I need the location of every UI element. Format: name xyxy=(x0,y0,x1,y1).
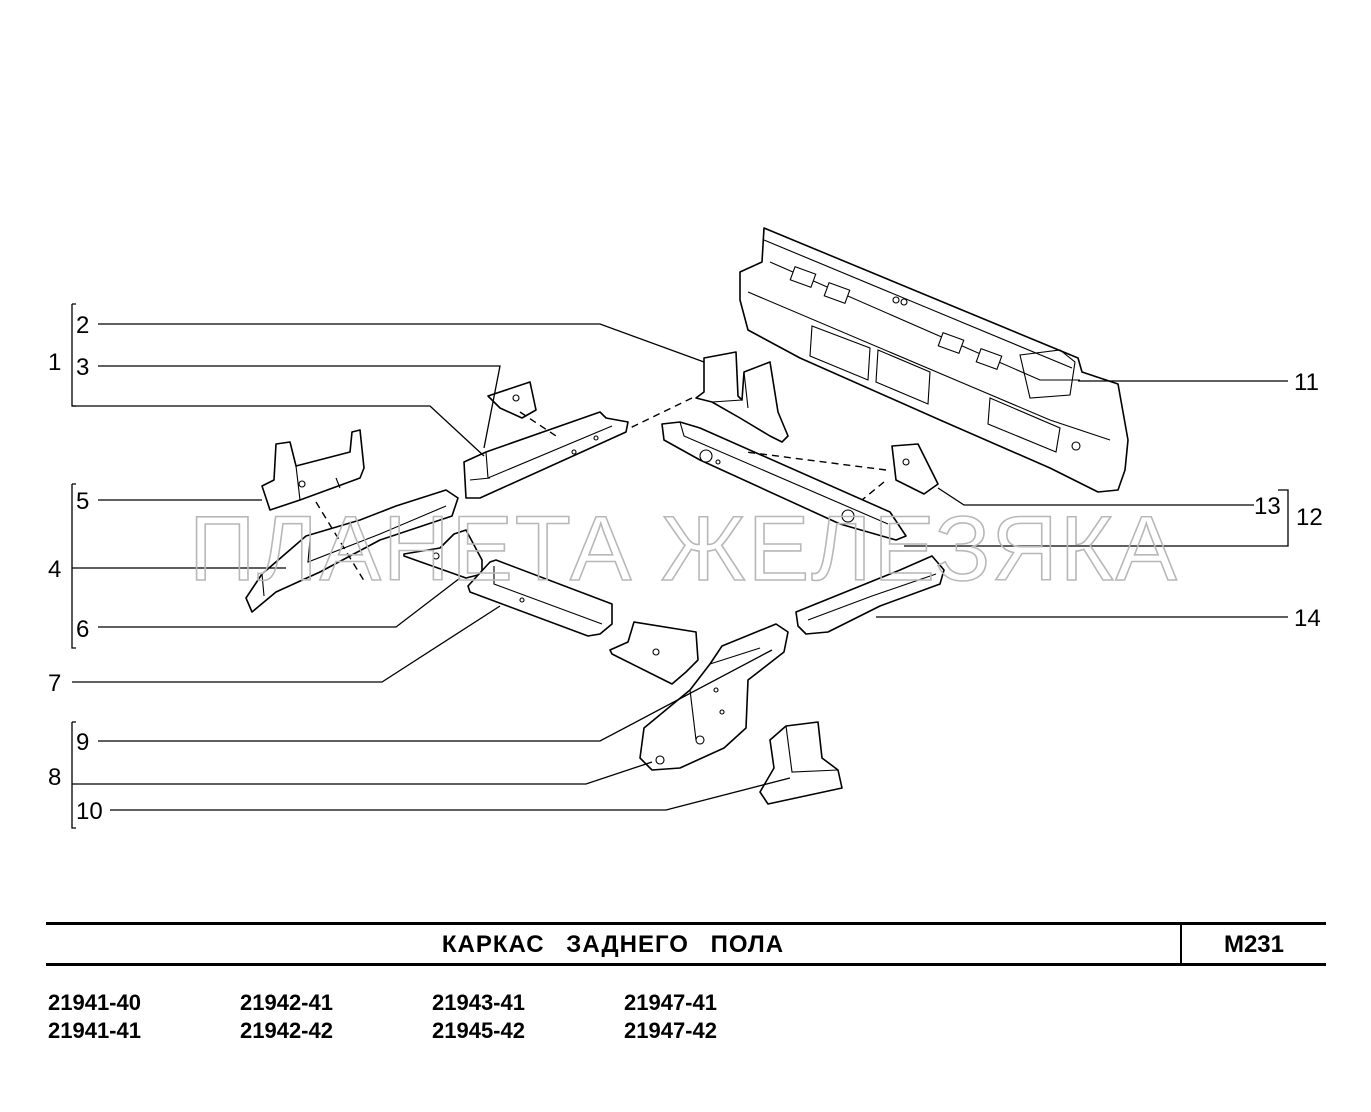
callout-9: 9 xyxy=(76,729,89,756)
assembly-arrows xyxy=(315,397,887,585)
callout-1: 1 xyxy=(48,349,61,376)
callout-11: 11 xyxy=(1294,369,1319,396)
part-5-bracket[interactable] xyxy=(261,429,365,511)
callout-numbers: 1 2 3 4 5 6 7 8 9 10 11 12 13 14 xyxy=(48,312,1323,825)
callout-5: 5 xyxy=(76,488,89,515)
part-12-cross-beam[interactable] xyxy=(661,421,907,541)
model-code: 21943-41 xyxy=(432,990,525,1015)
watermark: ПЛАНЕТА ЖЕЛЕЗЯКА xyxy=(189,498,1179,600)
callout-7: 7 xyxy=(48,670,61,697)
callout-13: 13 xyxy=(1254,493,1281,520)
callout-14: 14 xyxy=(1294,605,1321,632)
callout-4: 4 xyxy=(48,556,61,583)
title-block: КАРКАС ЗАДНЕГО ПОЛА М231 xyxy=(46,922,1326,966)
part-7-floor-rail[interactable] xyxy=(467,559,613,637)
part-14-rear-member[interactable] xyxy=(795,555,945,635)
model-code: 21941-40 xyxy=(48,990,141,1015)
leader-lines xyxy=(71,303,1289,829)
callout-3: 3 xyxy=(76,354,89,381)
part-floor-bracket[interactable] xyxy=(609,621,699,685)
page-code: М231 xyxy=(1223,931,1285,958)
part-6-bracket[interactable] xyxy=(403,529,483,579)
part-2-bracket[interactable] xyxy=(695,351,789,443)
callout-6: 6 xyxy=(76,616,89,643)
model-code: 21941-41 xyxy=(48,1018,141,1043)
exploded-parts-diagram: ПЛАНЕТА ЖЕЛЕЗЯКА 1 2 3 4 5 6 7 8 9 10 11… xyxy=(48,227,1323,829)
callout-2: 2 xyxy=(76,312,89,339)
callout-8: 8 xyxy=(48,764,61,791)
part-gusset-small[interactable] xyxy=(487,381,537,419)
model-code: 21947-42 xyxy=(624,1018,717,1043)
model-code: 21945-42 xyxy=(432,1018,525,1043)
callout-12: 12 xyxy=(1296,504,1323,531)
model-code: 21942-42 xyxy=(240,1018,333,1043)
part-10-bracket[interactable] xyxy=(759,721,843,805)
model-code: 21947-41 xyxy=(624,990,717,1015)
page-title: КАРКАС ЗАДНЕГО ПОЛА xyxy=(46,925,1182,963)
callout-10: 10 xyxy=(76,798,103,825)
part-13-bracket[interactable] xyxy=(891,443,939,495)
model-code: 21942-41 xyxy=(240,990,333,1015)
part-11-rear-panel[interactable] xyxy=(739,227,1129,493)
part-3-rail[interactable] xyxy=(463,411,629,499)
